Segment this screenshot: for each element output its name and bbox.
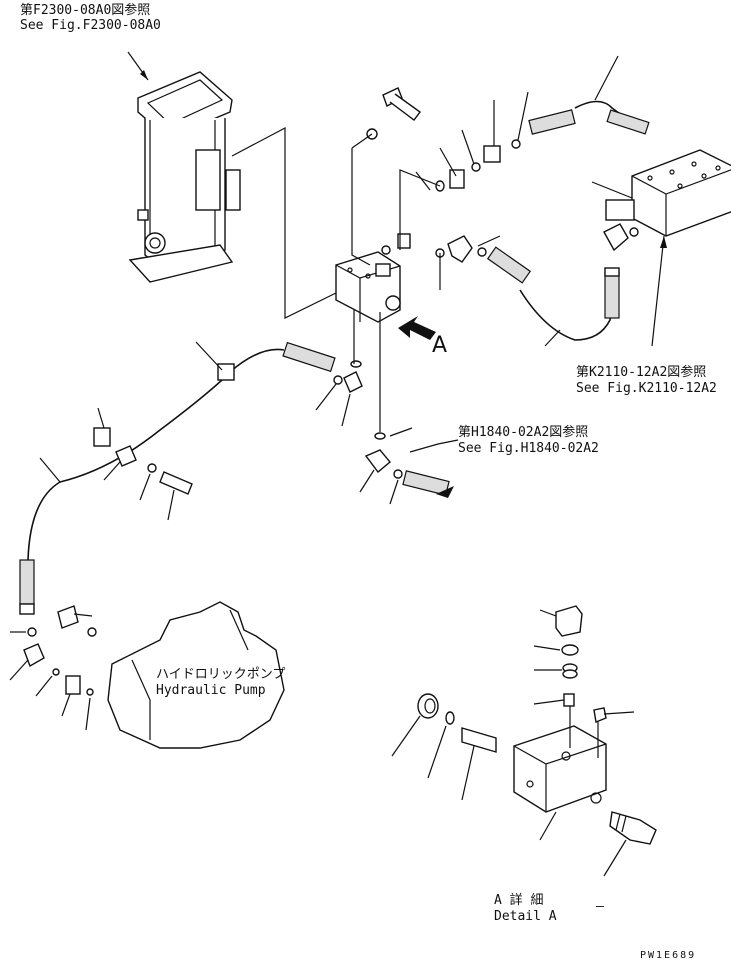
ref-k2110-en: See Fig.K2110-12A2 xyxy=(576,381,717,396)
pump-fittings xyxy=(9,605,97,731)
left-hose-assembly xyxy=(19,341,336,615)
block-bolt xyxy=(351,87,421,266)
ref-f2300-jp: 第F2300-08A0図参照 xyxy=(20,2,150,18)
left-clamp-bolt xyxy=(93,407,193,521)
block-down-fittings xyxy=(315,310,413,440)
bottom-center-elbow-hose xyxy=(359,449,450,505)
ref-arrow-right-block xyxy=(651,235,667,347)
ref-arrow-h1840 xyxy=(436,486,454,498)
ref-leader-h1840 xyxy=(409,439,459,453)
ref-f2300-en: See Fig.F2300-08A0 xyxy=(20,18,161,33)
drawing-code: PW1E689 xyxy=(640,950,696,960)
hose-top xyxy=(528,55,650,135)
detail-a-block xyxy=(513,725,607,813)
ref-h1840-jp: 第H1840-02A2図参照 xyxy=(458,424,588,440)
pump-label-jp: ハイドロリックポンプ xyxy=(156,667,285,682)
ref-arrow-filter xyxy=(127,51,149,81)
right-valve-block xyxy=(591,149,731,252)
detail-label-en: Detail A xyxy=(494,909,557,924)
ref-k2110-jp: 第K2110-12A2図参照 xyxy=(576,364,706,380)
detail-label-jp: A 詳 細 xyxy=(494,892,543,908)
detail-a-side-parts xyxy=(391,693,557,841)
line-block-top xyxy=(399,169,441,250)
detail-a-plug-stack xyxy=(533,605,635,758)
dash-mark: – xyxy=(596,899,604,914)
filter-line xyxy=(231,127,339,319)
view-arrow xyxy=(398,316,436,340)
view-arrow-label: A xyxy=(432,333,447,358)
top-fittings-chain xyxy=(415,91,529,192)
filter-canister xyxy=(128,71,241,283)
central-valve-block xyxy=(335,251,401,323)
block-fitting-small xyxy=(381,233,411,255)
detail-a-relief-valve xyxy=(603,811,657,877)
pump-label-en: Hydraulic Pump xyxy=(156,683,266,698)
ref-h1840-en: See Fig.H1840-02A2 xyxy=(458,441,599,456)
right-elbow-hose xyxy=(435,235,620,347)
hydraulic-pump xyxy=(107,601,285,749)
